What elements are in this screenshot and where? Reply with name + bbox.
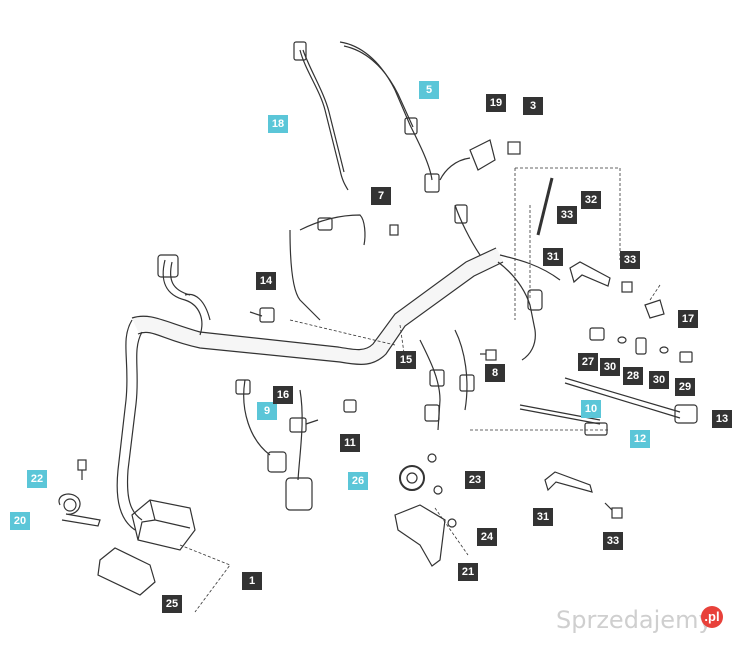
bolt-29 (679, 351, 693, 363)
part-label-7: 7 (371, 187, 391, 205)
top-left-connector (157, 254, 179, 278)
part-label-28: 28 (623, 367, 643, 385)
gear-26 (399, 465, 425, 491)
part-label-30-b: 30 (649, 371, 669, 389)
part-label-16: 16 (273, 386, 293, 404)
part-label-30-a: 30 (600, 358, 620, 376)
part-label-26: 26 (348, 472, 368, 490)
part-label-18: 18 (268, 115, 288, 133)
rod-32 (536, 177, 554, 236)
part-label-19: 19 (486, 94, 506, 112)
part-label-10: 10 (581, 400, 601, 418)
part-label-11: 11 (340, 434, 360, 452)
sensor-rod-13 (564, 377, 681, 413)
part-label-31-upper: 31 (543, 248, 563, 266)
part-label-5: 5 (419, 81, 439, 99)
part-label-15: 15 (396, 351, 416, 369)
part-label-32: 32 (581, 191, 601, 209)
clip-17 (644, 299, 665, 319)
part-label-31-lower: 31 (533, 508, 553, 526)
part-label-25: 25 (162, 595, 182, 613)
part-label-23: 23 (465, 471, 485, 489)
part-label-21: 21 (458, 563, 478, 581)
part-label-17: 17 (678, 310, 698, 328)
part-label-33-mid: 33 (620, 251, 640, 269)
part-label-24: 24 (477, 528, 497, 546)
main-harness-tube (131, 247, 504, 366)
lower-connector-block (285, 477, 313, 511)
cable-clip-20 (58, 493, 101, 527)
part-label-8: 8 (485, 364, 505, 382)
part-label-3: 3 (523, 97, 543, 115)
part-label-9: 9 (257, 402, 277, 420)
part-label-27: 27 (578, 353, 598, 371)
ecu-cover-25 (97, 547, 156, 596)
connector-19 (469, 139, 496, 171)
left-harness-branch (116, 319, 136, 531)
watermark-text: Sprzedajemy (556, 606, 713, 634)
watermark-badge: .pl (701, 606, 723, 628)
part-label-29: 29 (675, 378, 695, 396)
bracket-31-upper (569, 261, 611, 287)
bracket-31-lower (544, 471, 593, 493)
leader-lines (179, 167, 661, 613)
part-label-33-top: 33 (557, 206, 577, 224)
part-label-14: 14 (256, 272, 276, 290)
part-label-22: 22 (27, 470, 47, 488)
part-label-13: 13 (712, 410, 732, 428)
sleeve-27 (589, 327, 605, 341)
oxygen-sensor-cable-18 (299, 49, 349, 191)
part-label-20: 20 (10, 512, 30, 530)
part-label-33-bottom: 33 (603, 532, 623, 550)
bracket-21 (394, 504, 446, 567)
part-label-1: 1 (242, 572, 262, 590)
part-label-12: 12 (630, 430, 650, 448)
sensor-cable-5 (339, 41, 433, 181)
spacer-28 (635, 337, 647, 355)
